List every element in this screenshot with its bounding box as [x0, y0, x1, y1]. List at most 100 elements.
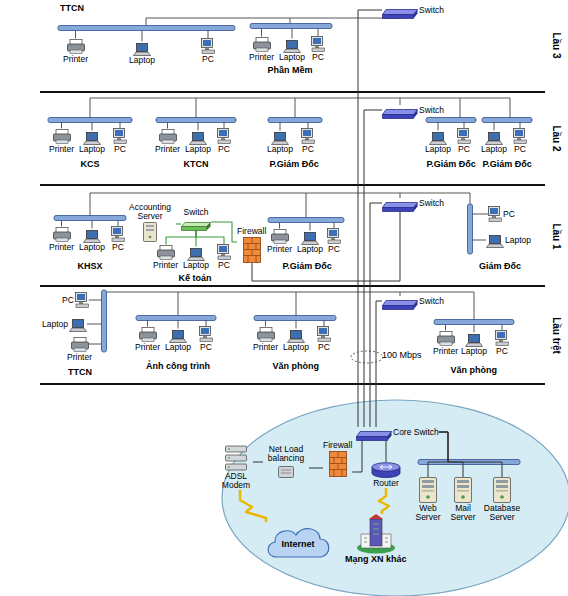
pc-icon-part — [301, 128, 315, 144]
pc-icon — [301, 128, 315, 144]
device-label: Web Server — [409, 504, 447, 522]
laptop-icon-part — [191, 248, 202, 256]
laptop-icon — [465, 333, 483, 346]
pc-icon-part — [112, 238, 125, 242]
printer-icon-part — [139, 327, 157, 342]
feeder-wire — [400, 292, 401, 296]
laptop-icon-part — [189, 132, 207, 145]
printer-icon-part — [53, 227, 71, 242]
pc-node: PC — [217, 128, 231, 154]
device-label: Mail Server — [444, 504, 482, 522]
switch-icon-part — [383, 208, 414, 212]
laptop-icon — [485, 131, 503, 144]
server-icon-part — [143, 222, 157, 242]
device-label: Printer — [49, 145, 74, 154]
core-network-region — [222, 400, 568, 596]
server-icon-part — [455, 478, 472, 503]
pc-icon-part — [112, 227, 123, 236]
server-icon-part — [493, 477, 511, 503]
device-label: Firewall — [237, 227, 266, 236]
printer-icon — [437, 331, 455, 346]
group-label: KTCN — [184, 160, 209, 170]
laptop-icon-part — [284, 49, 301, 53]
device-label: Switch — [419, 199, 444, 208]
pc-icon-part — [218, 129, 229, 138]
device-label: Switch — [183, 208, 208, 217]
switch-icon-part — [383, 115, 414, 119]
pc-icon-part — [459, 130, 467, 136]
laptop-icon-part — [190, 141, 207, 145]
pc-icon-part — [202, 50, 215, 54]
device-label: Printer — [153, 261, 178, 270]
laptop-icon-part — [489, 132, 500, 140]
device-label: Laptop — [297, 245, 323, 254]
device-label: Printer — [433, 347, 458, 356]
printer-node: Printer — [253, 327, 278, 352]
server-icon — [493, 477, 511, 503]
device-label: PC — [218, 261, 230, 270]
pc-icon — [199, 326, 213, 342]
pc-icon-part — [200, 338, 213, 342]
network-link — [370, 203, 382, 427]
laptop-icon-part — [83, 230, 101, 243]
server-icon-part — [420, 478, 437, 503]
modem-node: ADSL Modem — [219, 445, 253, 490]
pc-icon-part — [218, 140, 231, 144]
server-icon-part — [457, 480, 469, 483]
pc-icon — [311, 36, 325, 52]
laptop-icon-part — [133, 43, 151, 56]
load-balancer-icon — [278, 464, 294, 476]
laptop-icon-part — [134, 52, 151, 56]
printer-node: Printer — [49, 227, 74, 252]
laptop-icon-part — [169, 330, 187, 343]
router-node: Router — [371, 462, 401, 488]
server-icon-part — [422, 490, 434, 492]
feeder-wire — [400, 98, 401, 105]
network-link — [364, 110, 382, 427]
laptop-icon-part — [271, 132, 289, 145]
feeder-wire — [306, 193, 307, 220]
switch-icon-part — [382, 9, 418, 19]
switch-icon-part — [382, 202, 418, 212]
laptop-icon-part — [187, 248, 205, 261]
lan-bus-bar — [102, 290, 107, 352]
device-label: Laptop — [185, 145, 211, 154]
laptop-icon — [169, 329, 187, 342]
router-icon-part — [380, 465, 392, 469]
floor-label: Lầu 2 — [551, 125, 562, 151]
device-label: PC — [202, 55, 214, 64]
server-icon-part — [457, 490, 469, 492]
laptop-icon — [187, 247, 205, 260]
floor-separator — [40, 285, 545, 287]
floor-separator — [40, 383, 545, 385]
network-link — [376, 301, 382, 427]
floor-separator — [40, 184, 545, 186]
device-label: Printer — [49, 243, 74, 252]
printer-node: Printer — [153, 245, 178, 270]
device-label: Database Server — [483, 504, 521, 522]
printer-icon-part — [260, 338, 272, 342]
pc-icon-part — [489, 218, 502, 222]
laptop-icon-part — [87, 230, 98, 238]
device-label: Mạng XN khác — [345, 555, 407, 564]
server-icon-part — [149, 236, 152, 239]
laptop-node: Laptop — [283, 329, 309, 352]
device-label: Printer — [135, 343, 160, 352]
switch-node: Switch — [181, 208, 211, 227]
pc-icon-part — [328, 240, 341, 244]
laptop-icon-part — [305, 232, 316, 240]
firewall-node: Firewall — [323, 441, 352, 477]
printer-icon-part — [56, 140, 68, 144]
laptop-icon-part — [272, 141, 289, 145]
device-label: Laptop — [267, 145, 293, 154]
laptop-icon-part — [302, 241, 319, 245]
printer-icon-part — [162, 140, 174, 144]
pc-node: PC — [488, 206, 515, 222]
device-label: PC — [200, 343, 212, 352]
network-link — [358, 10, 382, 427]
device-label: PC — [514, 145, 526, 154]
server-icon-part — [457, 485, 469, 488]
pc-icon-part — [113, 128, 127, 144]
pc-icon-part — [514, 129, 525, 138]
device-label: Laptop — [461, 347, 487, 356]
